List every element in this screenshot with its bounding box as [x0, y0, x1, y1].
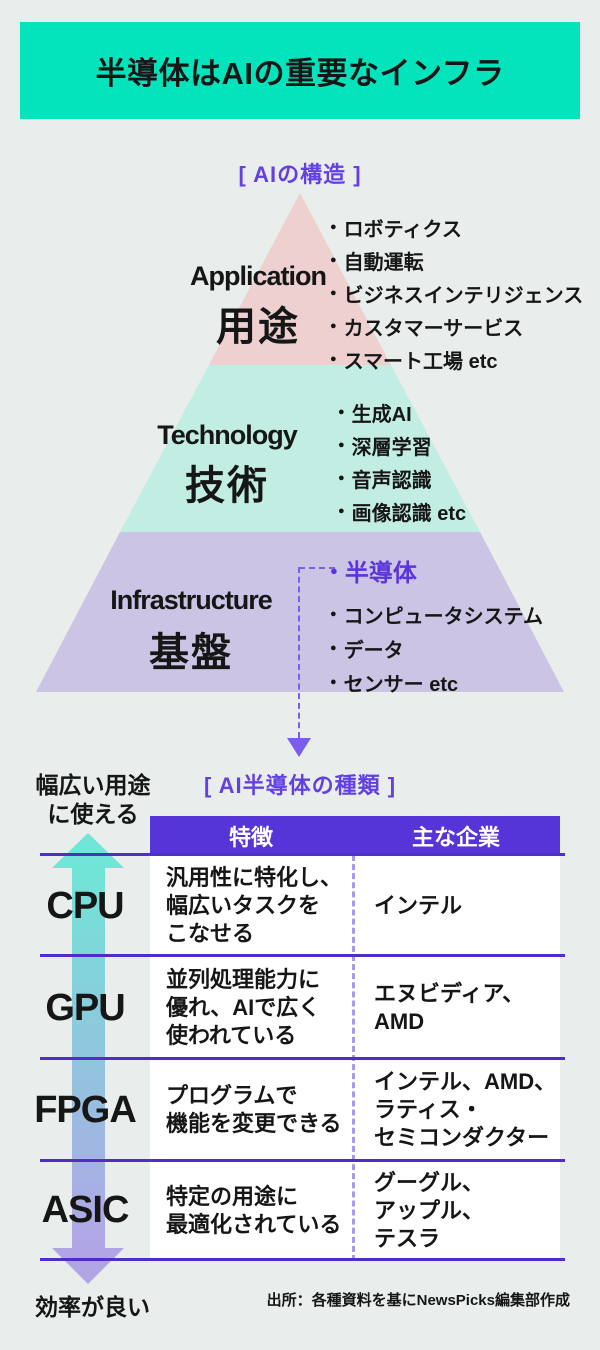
bullet-text: ロボティクス [343, 219, 462, 241]
list-item: ● 生成AI [338, 396, 466, 429]
gpu-features-cell: 並列処理能力に 優れ、AIで広く 使われている [166, 967, 321, 1048]
list-item: ● 画像認識 etc [338, 495, 466, 528]
bullet-text: カスタマーサービス [343, 318, 524, 340]
table-rule [40, 954, 565, 957]
page-title: 半導体はAIの重要なインフラ [95, 56, 505, 91]
bullet-text: 深層学習 [351, 437, 432, 459]
bullet-icon: ● [330, 353, 337, 365]
infrastructure-item-list: ● コンピュータシステム ● データ ● センサー etc [330, 597, 543, 699]
technology-item-list: ● 生成AI ● 深層学習 ● 音声認識 ● 画像認識 etc [338, 396, 466, 528]
bullet-text: 音声認識 [351, 470, 432, 492]
table-rule [40, 1159, 565, 1162]
asic-features-cell: 特定の用途に 最適化されている [166, 1183, 342, 1237]
bullet-icon: ● [330, 254, 337, 266]
bullet-icon: ● [338, 406, 345, 418]
types-heading: [ AI半導体の種類 ] [203, 773, 397, 798]
arrow-down-icon [52, 1248, 124, 1284]
bullet-icon: ● [330, 287, 337, 299]
table-rule [40, 1057, 565, 1060]
application-item-list: ● ロボティクス ● 自動運転 ● ビジネスインテリジェンス ● カスタマーサービス ●… [330, 211, 583, 376]
list-item: ● 音声認識 [338, 462, 466, 495]
table-header: 特徴 主な企業 [150, 816, 560, 855]
bullet-icon: ● [330, 562, 338, 578]
column-header-features: 特徴 [228, 824, 273, 850]
bullet-text: ビジネスインテリジェンス [343, 285, 584, 307]
bullet-text: 半導体 [344, 559, 417, 587]
arrow-down-icon [287, 738, 311, 757]
row-label-gpu: GPU [45, 986, 125, 1029]
infrastructure-label-en: Infrastructure [110, 585, 273, 615]
infrastructure-label-ja: 基盤 [149, 631, 233, 675]
row-label-fpga: FPGA [34, 1088, 137, 1131]
bullet-icon: ● [330, 675, 337, 688]
list-item: ● コンピュータシステム [330, 597, 543, 631]
bullet-icon: ● [338, 505, 345, 517]
list-item: ● データ [330, 631, 543, 665]
bullet-text: 生成AI [351, 404, 412, 426]
application-label-en: Application [190, 261, 327, 291]
list-item: ● センサー etc [330, 665, 543, 699]
cpu-features-cell: 汎用性に特化し、 幅広いタスクを こなせる [166, 865, 343, 946]
semiconductor-highlight: ● 半導体 [330, 555, 417, 587]
axis-bottom-label: 効率が良い [35, 1294, 150, 1320]
bullet-icon: ● [330, 221, 337, 233]
fpga-features-cell: プログラムで 機能を変更できる [166, 1083, 342, 1136]
bullet-text: 画像認識 etc [351, 503, 467, 525]
bullet-icon: ● [330, 641, 337, 654]
table-rule [40, 1258, 565, 1261]
table-rule [40, 853, 565, 856]
axis-top-label: 幅広い用途 に使える [35, 772, 151, 827]
asic-companies-cell: グーグル、 アップル、 テスラ [374, 1169, 485, 1251]
gradient-arrow-shaft [72, 860, 105, 1252]
list-item: ● ビジネスインテリジェンス [330, 277, 583, 310]
application-label-ja: 用途 [216, 305, 300, 349]
list-item: ● ロボティクス [330, 211, 583, 244]
list-item: ● 自動運転 [330, 244, 583, 277]
connector-dashed-line [299, 567, 335, 569]
bullet-icon: ● [338, 472, 345, 484]
structure-heading: [ AIの構造 ] [238, 162, 362, 187]
bullet-text: 自動運転 [343, 252, 424, 274]
title-banner: 半導体はAIの重要なインフラ [20, 22, 580, 119]
cpu-companies-cell: インテル [374, 893, 463, 918]
list-item: ● スマート工場 etc [330, 343, 583, 376]
bullet-text: スマート工場 etc [343, 351, 498, 373]
source-attribution: 出所：各種資料を基にNewsPicks編集部作成 [266, 1292, 570, 1309]
row-label-cpu: CPU [46, 884, 124, 927]
bullet-text: データ [343, 639, 404, 662]
list-item: ● カスタマーサービス [330, 310, 583, 343]
technology-label-ja: 技術 [185, 464, 269, 508]
list-item: ● 深層学習 [338, 429, 466, 462]
bullet-icon: ● [330, 320, 337, 332]
bullet-icon: ● [330, 607, 337, 620]
bullet-icon: ● [338, 439, 345, 451]
row-label-asic: ASIC [41, 1189, 130, 1231]
technology-label-en: Technology [157, 420, 298, 450]
connector-dashed-line [298, 567, 300, 738]
column-header-companies: 主な企業 [411, 824, 500, 850]
fpga-companies-cell: インテル、AMD、 ラティス・ セミコンダクター [374, 1069, 557, 1150]
gpu-companies-cell: エヌビディア、 AMD [374, 981, 525, 1034]
bullet-text: センサー etc [343, 673, 459, 696]
bullet-text: コンピュータシステム [343, 605, 544, 628]
